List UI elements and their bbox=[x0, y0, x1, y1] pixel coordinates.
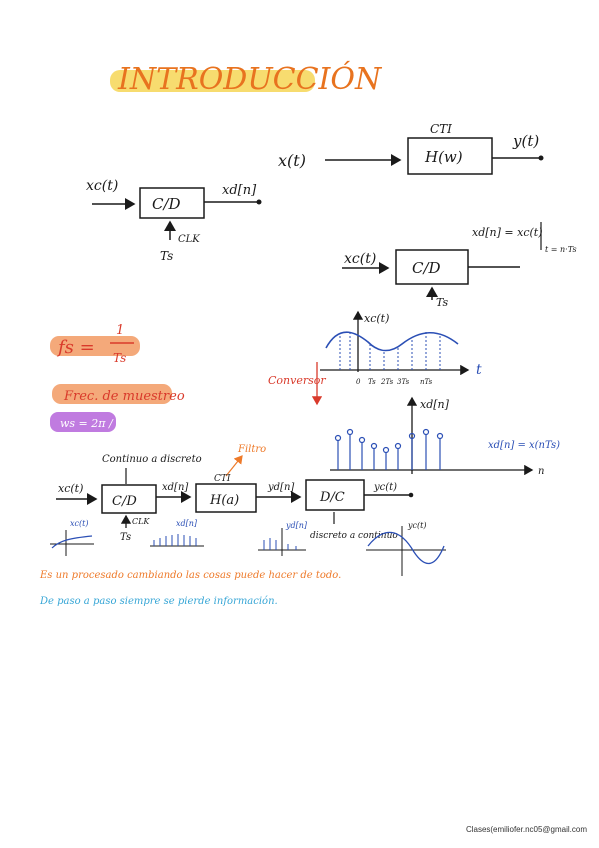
ws-formula: ws = 2π / Ts bbox=[60, 417, 129, 430]
mini-plot-yd-label: yd[n] bbox=[285, 521, 308, 530]
system-output-label: y(t) bbox=[512, 132, 539, 150]
pipeline-block3-label: D/C bbox=[319, 490, 345, 505]
discrete-equation: xd[n] = x(nTs) bbox=[488, 440, 560, 451]
pipeline-period-label: Ts bbox=[120, 532, 131, 543]
note-2: De paso a paso siempre se pierde informa… bbox=[39, 596, 278, 607]
title-highlight bbox=[110, 70, 315, 92]
cd2-eval: t = n·Ts bbox=[545, 245, 577, 254]
system-cti-label: CTI bbox=[430, 122, 452, 136]
cd-block-right: xd[n] = xc(t) t = n·Ts xc(t) C/D Ts bbox=[342, 222, 577, 309]
pipeline-output-label: yc(t) bbox=[373, 482, 397, 493]
signal-tick-3: 3Ts bbox=[397, 378, 410, 386]
pipeline-filter-label: Filtro bbox=[237, 444, 266, 455]
cd2-input-label: xc(t) bbox=[344, 251, 376, 267]
pipeline-mid1-label: xd[n] bbox=[162, 482, 188, 493]
cd-period-label: Ts bbox=[160, 249, 173, 263]
pipeline-d2c-label: discreto a continuo bbox=[310, 531, 398, 541]
fs-formula-den: Ts bbox=[113, 351, 126, 365]
pipeline-clk-label: CLK bbox=[132, 517, 150, 526]
cd-output-label: xd[n] bbox=[222, 183, 257, 198]
system-block-top: x(t) H(w) CTI y(t) bbox=[278, 122, 544, 175]
mini-plot-xc: xc(t) bbox=[50, 519, 94, 556]
mini-plot-xc-label: xc(t) bbox=[70, 519, 88, 528]
cd-block-left: xc(t) C/D xd[n] CLK Ts bbox=[86, 178, 262, 263]
pipeline-c2d-label: Continuo a discreto bbox=[102, 454, 202, 465]
system-input-label: x(t) bbox=[278, 151, 306, 170]
note-1: Es un procesado cambiando las cosas pued… bbox=[39, 570, 341, 581]
signal-xlabel: t bbox=[476, 362, 482, 378]
discrete-xaxis: n bbox=[538, 466, 544, 477]
cd2-formula: xd[n] = xc(t) bbox=[472, 226, 543, 239]
pipeline-block1-label: C/D bbox=[112, 494, 137, 509]
mini-plot-yc: yc(t) bbox=[366, 521, 446, 576]
pipeline-block2-cti: CTI bbox=[214, 474, 231, 484]
processing-pipeline: Continuo a discreto Filtro xc(t) C/D CLK… bbox=[56, 444, 414, 543]
signal-tick-2: 2Ts bbox=[380, 378, 394, 386]
continuous-signal-plot: xc(t) t 0 Ts 2Ts 3Ts nTs bbox=[320, 310, 482, 386]
discrete-ylabel: xd[n] bbox=[420, 398, 450, 411]
fs-formula-num: 1 bbox=[116, 323, 124, 338]
system-block-label: H(w) bbox=[424, 148, 463, 166]
fs-formula: fs = 1 Ts bbox=[50, 323, 140, 365]
mini-plot-xd: xd[n] bbox=[150, 519, 204, 547]
cd2-block-label: C/D bbox=[412, 259, 441, 277]
conversor-label: Conversor bbox=[268, 374, 326, 387]
signal-ylabel: xc(t) bbox=[364, 312, 389, 325]
cd-input-label: xc(t) bbox=[86, 178, 118, 194]
page-title: INTRODUCCIÓN bbox=[117, 61, 383, 97]
footer-email: Clases(emiliofer.nc05@gmail.com bbox=[465, 825, 587, 834]
cd2-period-label: Ts bbox=[436, 296, 449, 309]
mini-plot-yc-label: yc(t) bbox=[407, 521, 426, 530]
mini-plot-xd-label: xd[n] bbox=[176, 519, 198, 528]
fs-formula-lhs: fs = bbox=[56, 337, 95, 358]
signal-tick-4: nTs bbox=[420, 378, 433, 386]
pipeline-input-label: xc(t) bbox=[58, 482, 83, 495]
cd-block-label: C/D bbox=[152, 195, 181, 213]
mini-plot-yd: yd[n] bbox=[258, 521, 308, 556]
discrete-signal-plot: xd[n] n xd[n] = x(nTs) bbox=[330, 396, 560, 477]
pipeline-block2-label: H(a) bbox=[209, 493, 239, 508]
fs-label: Frec. de muestreo bbox=[63, 389, 185, 404]
signal-tick-0: 0 bbox=[356, 378, 361, 386]
cd-clk-label: CLK bbox=[178, 234, 200, 245]
pipeline-mid2-label: yd[n] bbox=[267, 482, 294, 493]
signal-tick-1: Ts bbox=[368, 378, 376, 386]
